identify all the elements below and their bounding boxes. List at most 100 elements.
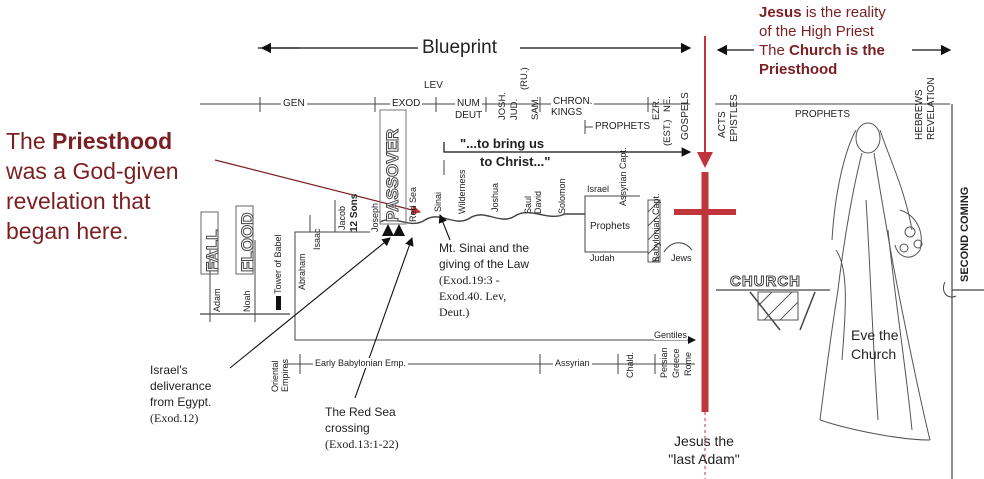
- jacob-label: Jacob: [337, 205, 347, 230]
- passover-frame: [379, 109, 407, 225]
- deliverance-line1: Israel's: [150, 363, 188, 377]
- book-lev: LEV: [424, 80, 443, 91]
- david-label: David: [533, 190, 543, 214]
- quote-line2: to Christ...": [480, 154, 551, 169]
- assyrian-label: Assyrian: [553, 358, 592, 368]
- deliverance-note: Israel's deliverance from Egypt. (Exod.1…: [150, 362, 211, 426]
- deliverance-line4: (Exod.12): [150, 411, 199, 425]
- fall-frame: [200, 211, 219, 275]
- reality-line4: Priesthood: [759, 61, 838, 78]
- second-coming-label: SECOND COMING: [959, 186, 971, 282]
- book-prophets: PROPHETS: [593, 121, 653, 132]
- solomon-label: Solomon: [557, 178, 567, 214]
- last-adam-note: Jesus the "last Adam": [657, 432, 751, 468]
- bride-sketch: [819, 122, 931, 441]
- flood-frame: [235, 205, 254, 275]
- deliverance-line2: deliverance: [150, 379, 212, 393]
- quote-line1: "...to bring us: [460, 136, 545, 151]
- isaac-label: Isaac: [312, 228, 322, 250]
- abraham-label: Abraham: [297, 253, 307, 290]
- flood-label: FLOOD: [238, 212, 258, 273]
- passover-label: PASSOVER: [383, 128, 403, 222]
- sons-label: 12 Sons: [349, 193, 360, 232]
- sinai-note-line3: (Exod.19:3 -: [439, 273, 500, 287]
- priesthood-line3: revelation that: [6, 188, 151, 214]
- eve-note: Eve the Church: [851, 326, 898, 364]
- rome-label: Rome: [683, 351, 693, 376]
- book-jud: JUD.: [509, 98, 520, 120]
- gentiles-arrow: [294, 314, 696, 344]
- sinai-note-line4: Exod.40. Lev,: [439, 289, 507, 303]
- reality-line3-pre: The: [759, 42, 785, 59]
- captivity-hatch: [647, 199, 661, 263]
- last-adam-line1: Jesus the: [674, 433, 734, 449]
- book-est: (EST.): [662, 119, 673, 146]
- blueprint-label: Blueprint: [422, 37, 497, 58]
- eve-line1: Eve the: [851, 327, 899, 343]
- persian-label: Persian: [659, 347, 669, 378]
- book-sam: SAM.: [530, 96, 541, 120]
- priesthood-line1-bold: Priesthood: [52, 128, 173, 154]
- wilderness-label: Wilderness: [457, 169, 467, 214]
- redsea-pointer: [354, 236, 414, 399]
- book-deut: DEUT: [455, 110, 483, 121]
- book-josh: JOSH.: [497, 92, 508, 120]
- book-ezr: EZR.: [651, 98, 662, 120]
- priesthood-line4: began here.: [6, 218, 129, 244]
- sinai-note-line2: giving of the Law: [439, 257, 530, 271]
- greece-label: Greece: [671, 348, 681, 378]
- prophets-label: Prophets: [590, 221, 631, 232]
- book-chron: CHRON.: [551, 96, 595, 107]
- adam-label: Adam: [212, 288, 222, 312]
- early-babylonian-label: Early Babylonian Emp.: [313, 358, 409, 368]
- reality-note: Jesus is the reality of the High Priest …: [759, 3, 886, 79]
- oriental-label: Oriental Empires: [270, 358, 290, 392]
- saul-label: Saul: [523, 195, 533, 214]
- quote-text: "...to bring us to Christ...": [460, 135, 550, 171]
- sinai-note-line5: Deut.): [439, 305, 470, 319]
- sinai-label: Sinai: [433, 191, 443, 212]
- redsea-line1: The Red Sea: [325, 405, 396, 419]
- reality-line1: is the reality: [805, 4, 886, 21]
- book-gospels: GOSPELS: [680, 92, 691, 140]
- redsea-note: The Red Sea crossing (Exod.13:1-22): [325, 404, 399, 452]
- tower-marker: [276, 296, 281, 310]
- noah-label: Noah: [242, 290, 252, 312]
- red-sea-label: Red Sea: [408, 186, 418, 222]
- priesthood-pointer: [214, 159, 422, 215]
- gentiles-label: Gentiles: [654, 330, 688, 340]
- book-kings: KINGS: [551, 107, 583, 118]
- book-gen: GEN: [281, 98, 307, 109]
- reality-line2: of the High Priest: [759, 23, 875, 40]
- reality-jesus: Jesus: [759, 4, 802, 21]
- sinai-note-line1: Mt. Sinai and the: [439, 241, 530, 255]
- redsea-line2: crossing: [325, 421, 370, 435]
- book-hebrews: HEBREWS: [914, 89, 925, 140]
- israel-label: Israel: [587, 184, 610, 194]
- sinai-pointer: [438, 213, 451, 241]
- church-label: CHURCH: [730, 273, 801, 291]
- priesthood-line2: was a God-given: [6, 158, 179, 184]
- fall-label: FALL: [203, 229, 223, 273]
- joseph-label: Joseph: [370, 202, 380, 232]
- quote-arrow: [443, 142, 692, 157]
- chald-label: Chald.: [625, 351, 635, 378]
- book-revelation: REVELATION: [926, 77, 937, 140]
- book-acts: ACTS: [717, 111, 728, 138]
- israel-path: [379, 211, 585, 225]
- book-num: NUM: [455, 98, 482, 109]
- redsea-line3: (Exod.13:1-22): [325, 437, 399, 451]
- assyrian-capt-label: Assyrian Capt.: [618, 147, 628, 206]
- sinai-note: Mt. Sinai and the giving of the Law (Exo…: [439, 240, 529, 320]
- reality-line3-bold: Church is the: [789, 42, 885, 59]
- book-prophets-nt: PROPHETS: [795, 109, 851, 120]
- eve-line2: Church: [851, 346, 897, 362]
- babylonian-capt-label: Babylonian Capt.: [651, 193, 661, 262]
- priesthood-line1-pre: The: [6, 128, 46, 154]
- deliverance-pointer: [229, 237, 391, 369]
- last-adam-line2: "last Adam": [668, 451, 740, 467]
- tower-label: Tower of Babel: [273, 234, 283, 294]
- judah-label: Judah: [590, 253, 615, 263]
- book-epistles: EPISTLES: [729, 94, 740, 142]
